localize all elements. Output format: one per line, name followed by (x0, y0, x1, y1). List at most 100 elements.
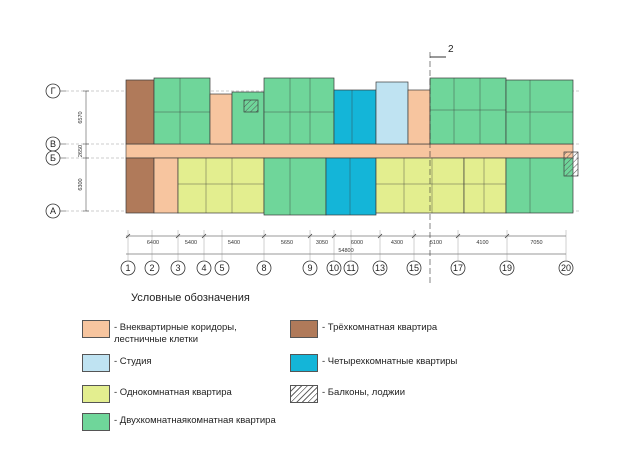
column-axis-bubble (302, 260, 318, 276)
legend-title: Условные обозначения (131, 292, 250, 304)
row-axis-bubble (45, 150, 61, 166)
unit-three-room-l (125, 157, 155, 214)
column-axis-bubble (326, 260, 342, 276)
legend-item-balconies: - Балконы, лоджии (290, 385, 405, 403)
legend-label-one-room: - Однокомнатная квартира (114, 387, 232, 398)
legend-swatch-two-room (82, 413, 110, 431)
row-axis-label: Г (51, 86, 56, 96)
unit-four-room-l1 (325, 157, 377, 216)
legend-item-three-room: - Трёхкомнатная квартира (290, 320, 437, 338)
unit-one-room-l3 (463, 157, 507, 214)
column-axis-bubble (256, 260, 272, 276)
column-axis-label: 8 (261, 263, 266, 273)
stair-l1 (153, 157, 179, 214)
column-axis-bubble (170, 260, 186, 276)
span-dimension-label: 6400 (147, 240, 159, 246)
column-axis-bubble (406, 260, 422, 276)
total-dimension: 54800 (338, 248, 353, 254)
legend-item-studio: - Студия (82, 354, 152, 372)
legend-label-studio: - Студия (114, 356, 152, 367)
legend-item-four-room: - Четырехкомнатные квартиры (290, 354, 457, 372)
unit-two-room-l2 (505, 157, 574, 214)
column-axis-bubble (214, 260, 230, 276)
span-dimension-label: 4300 (391, 240, 403, 246)
legend-swatch-one-room (82, 385, 110, 403)
row-axis-label: А (50, 206, 56, 216)
section-mark-top: 2 (448, 44, 454, 55)
legend-label-balconies: - Балконы, лоджии (322, 387, 405, 398)
column-axis-label: 19 (502, 263, 512, 273)
column-axis-label: 11 (346, 263, 355, 273)
row-axis-label: Б (50, 153, 56, 163)
unit-one-room-l2 (375, 157, 465, 214)
column-axis-label: 5 (219, 263, 224, 273)
row-axis-label: В (50, 139, 56, 149)
span-dimension-label: 5400 (228, 240, 240, 246)
unit-studio-u1 (375, 81, 409, 145)
unit-two-room-u3 (263, 77, 335, 145)
lower-units (125, 151, 579, 216)
legend-item-corridors: - Внеквартирные коридоры, лестничные кле… (82, 320, 237, 346)
legend-item-two-room: - Двухкомнатнаякомнатная квартира (82, 413, 276, 431)
legend-swatch-three-room (290, 320, 318, 338)
column-axis-label: 9 (307, 263, 312, 273)
column-axis-label: 2 (149, 263, 154, 273)
legend-swatch-studio (82, 354, 110, 372)
unit-four-room-u1 (333, 89, 377, 145)
column-axis-label: 20 (561, 263, 571, 273)
column-axis-label: 3 (175, 263, 180, 273)
span-dimension-label: 3050 (316, 240, 328, 246)
vertical-dimension-label: 2650 (78, 145, 84, 157)
legend-swatch-balconies (290, 385, 318, 403)
stair-u2 (407, 89, 431, 145)
unit-two-room-l1 (263, 157, 327, 216)
unit-two-room-u1 (153, 77, 211, 145)
legend-swatch-four-room (290, 354, 318, 372)
column-axis-bubble (120, 260, 136, 276)
row-axis-bubble (45, 83, 61, 99)
span-dimension-label: 5100 (430, 240, 442, 246)
legend-label-corridors: - Внеквартирные коридоры, лестничные кле… (114, 322, 237, 345)
column-axis-label: 1 (125, 263, 130, 273)
balcony-u1 (243, 99, 259, 113)
row-axis-bubble (45, 203, 61, 219)
upper-units (125, 77, 574, 145)
unit-two-room-u4 (429, 77, 507, 145)
span-dimension-label: 5400 (185, 240, 197, 246)
column-axis-label: 15 (409, 263, 419, 273)
stair-u1 (209, 93, 233, 145)
vertical-dimension-line (83, 90, 89, 212)
column-axis-label: 4 (201, 263, 206, 273)
column-axis-bubble (450, 260, 466, 276)
floor-plan-drawing: 2 2 6570 2650 6300 Г ВБ А 6400 5400 5400 5650 30… (45, 44, 580, 285)
vertical-dimension-label: 6570 (78, 111, 84, 123)
column-axis-label: 10 (329, 263, 339, 273)
horizontal-dimension-lines (126, 235, 566, 255)
span-dimension-label: 5650 (281, 240, 293, 246)
legend-label-three-room: - Трёхкомнатная квартира (322, 322, 438, 333)
column-axis-bubble (196, 260, 212, 276)
balcony-east (563, 151, 579, 177)
column-axis-bubble (144, 260, 160, 276)
horizontal-dimension-labels: 6400 5400 5400 5650 3050 6000 4300 5100 4100 7050 (125, 233, 543, 246)
column-axis-label: 17 (453, 263, 463, 273)
legend-swatch-corridors (82, 320, 110, 338)
row-axis-bubbles: Г ВБ А (45, 83, 66, 219)
span-dimension-label: 6000 (351, 240, 363, 246)
vertical-dimension-labels: 6570 2650 6300 (78, 111, 84, 190)
unit-three-room (125, 79, 155, 145)
interior-partitions (154, 78, 573, 215)
span-dimension-label: 7050 (530, 240, 542, 246)
legend-label-four-room: - Четырехкомнатные квартиры (322, 356, 458, 367)
vertical-dimension-label: 6300 (78, 178, 84, 190)
span-dimension-label: 4100 (476, 240, 488, 246)
legend-label-two-room: - Двухкомнатнаякомнатная квартира (114, 415, 276, 426)
legend-item-one-room: - Однокомнатная квартира (82, 385, 232, 403)
unit-one-room-l1 (177, 157, 265, 214)
corridor-band (125, 143, 574, 159)
column-axis-bubble (558, 260, 574, 276)
column-axis-bubble (372, 260, 388, 276)
column-axis-bubble (499, 260, 515, 276)
column-axis-bubble (343, 260, 359, 276)
